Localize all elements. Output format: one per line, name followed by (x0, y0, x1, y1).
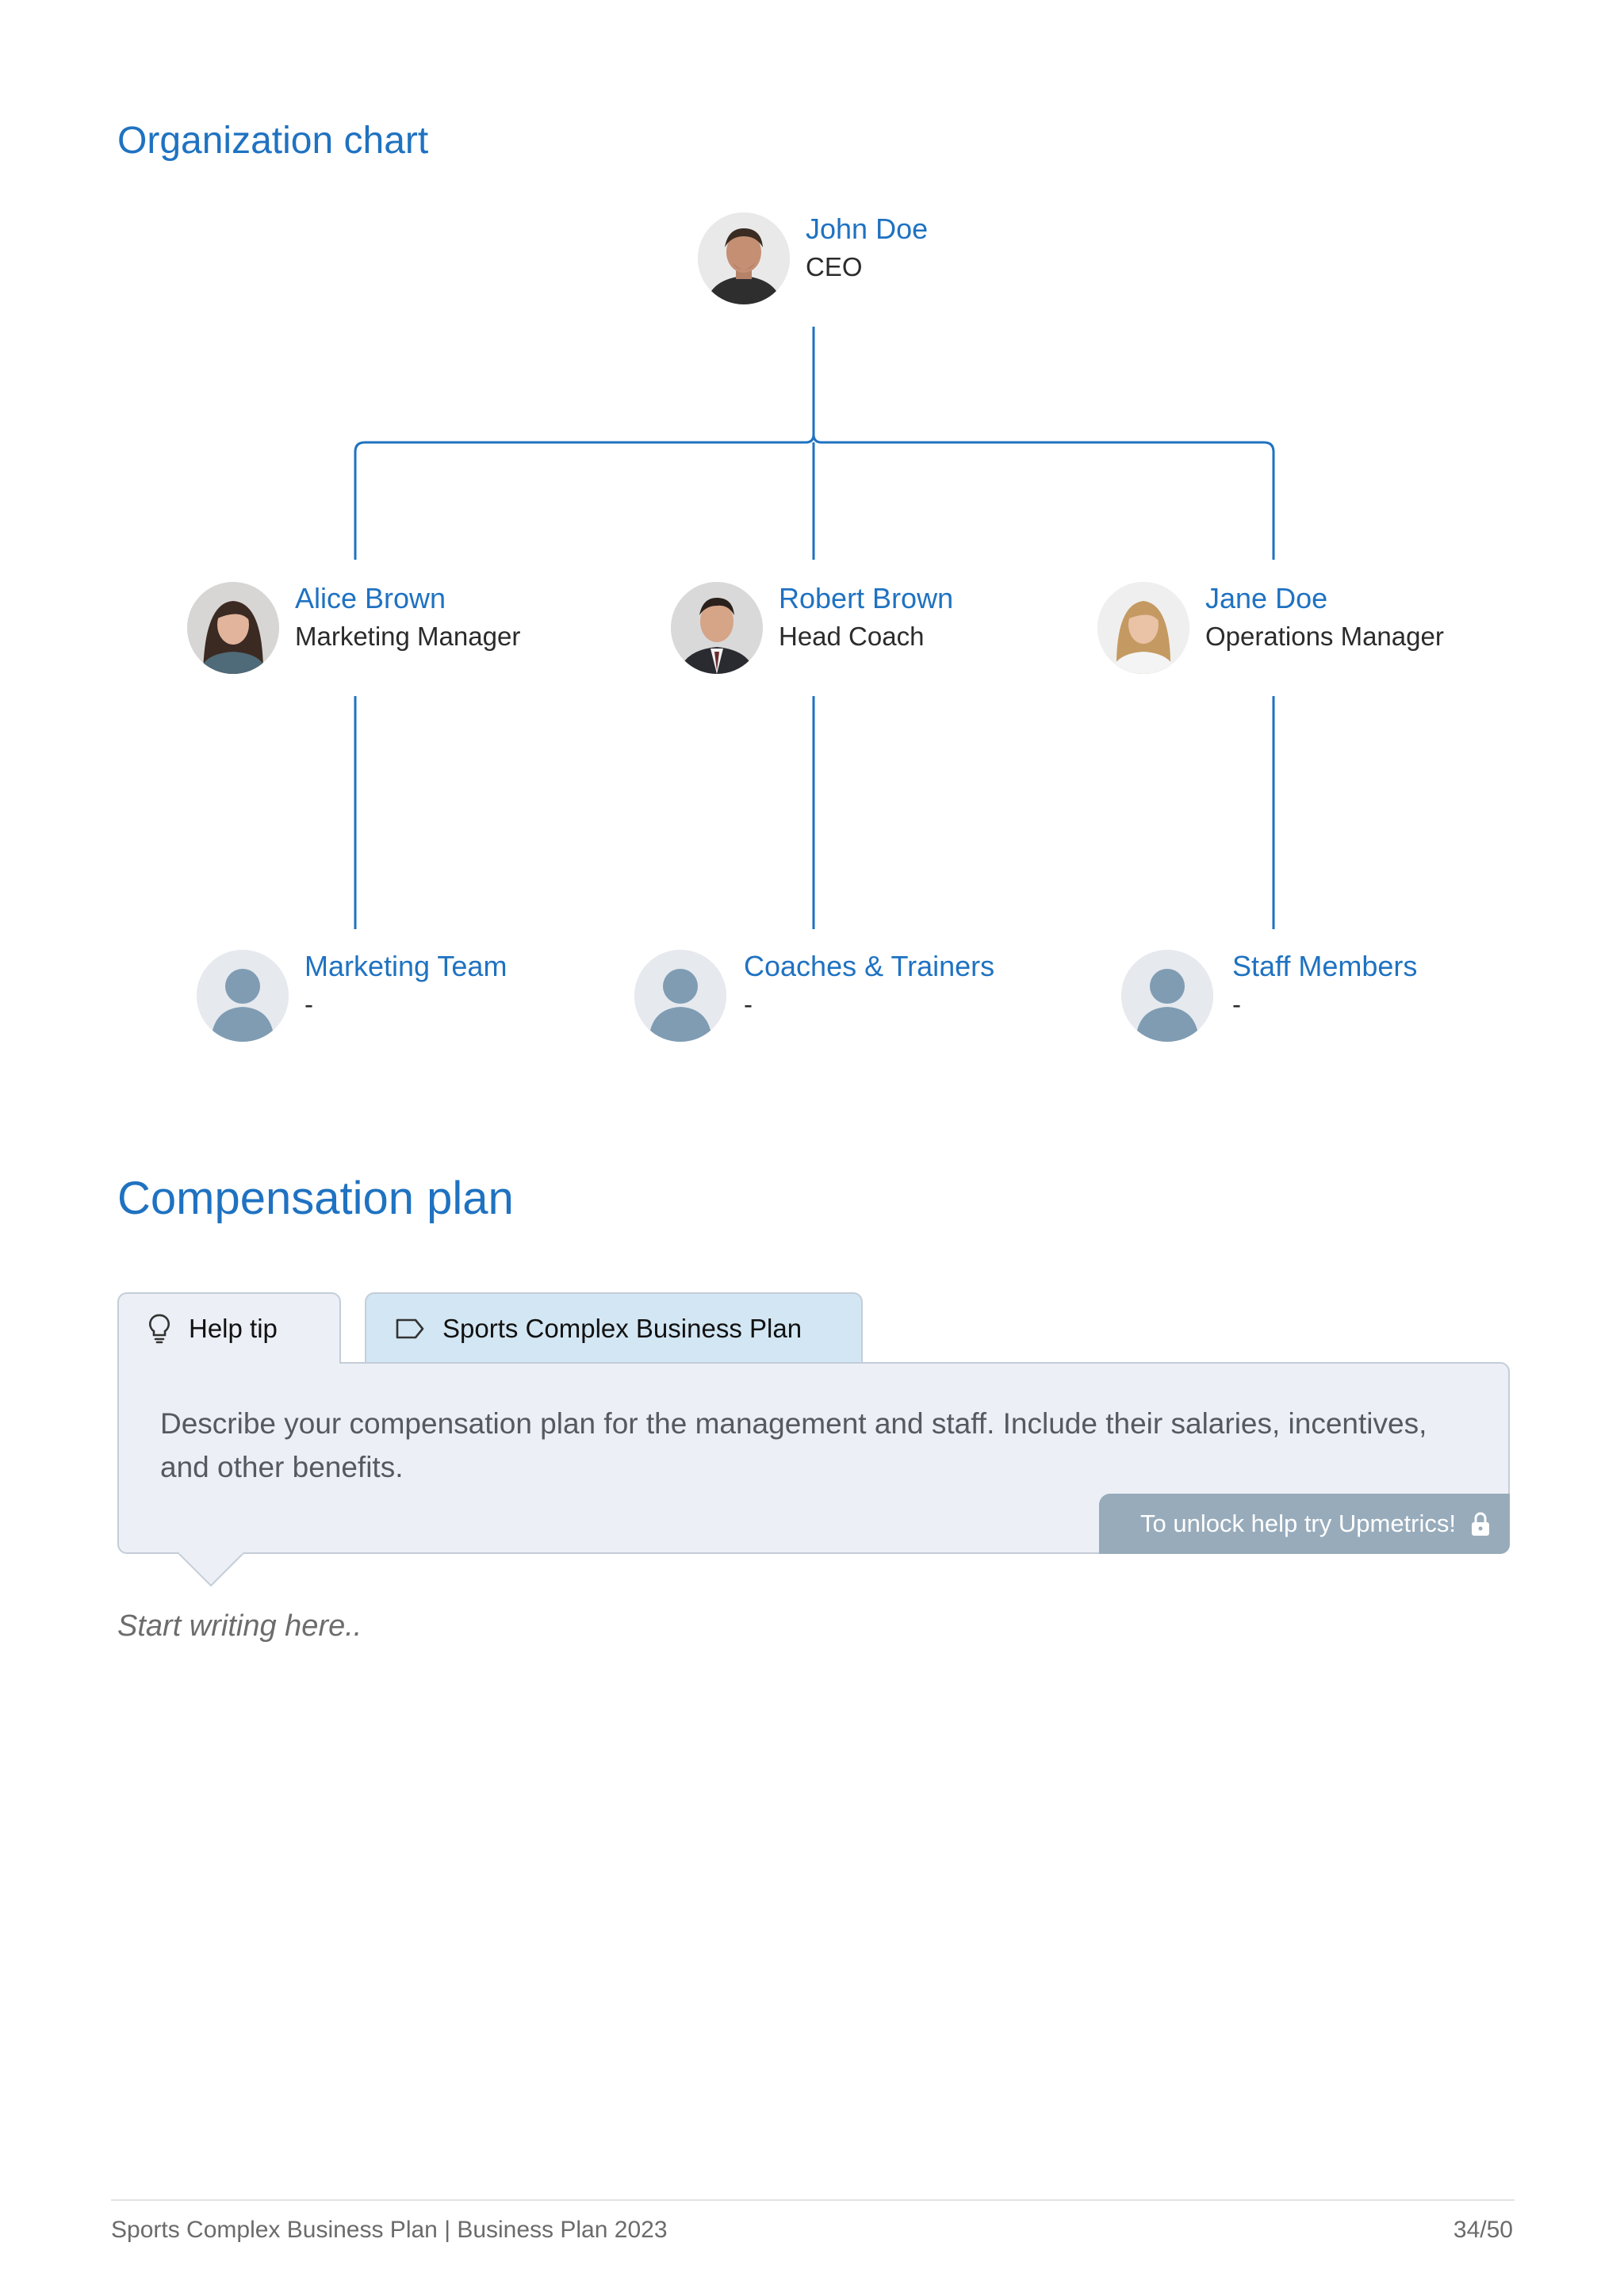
tab-business-plan[interactable]: Sports Complex Business Plan (365, 1292, 863, 1364)
avatar-staff-members (1121, 950, 1213, 1042)
footer-page-number: 34/50 (1453, 2217, 1513, 2243)
manager-role-jane: Operations Manager (1205, 622, 1444, 651)
person-photo-icon (671, 582, 763, 674)
person-photo-icon (1097, 582, 1189, 674)
avatar-coaches-trainers (634, 950, 726, 1042)
tab-help-tip[interactable]: Help tip (117, 1292, 341, 1364)
avatar-alice-brown (187, 582, 279, 674)
avatar-ceo (698, 212, 790, 304)
tab-business-plan-label: Sports Complex Business Plan (442, 1314, 802, 1343)
lock-icon (1470, 1511, 1491, 1536)
ceo-role: CEO (806, 252, 863, 281)
user-placeholder-icon (197, 950, 289, 1042)
user-placeholder-icon (634, 950, 726, 1042)
help-panel-pointer (178, 1552, 244, 1587)
ceo-name: John Doe (806, 212, 929, 245)
person-photo-icon (187, 582, 279, 674)
lightbulb-icon (147, 1313, 171, 1345)
org-chart-title: Organization chart (117, 120, 429, 162)
writing-area-placeholder[interactable]: Start writing here.. (117, 1609, 362, 1643)
footer-document-title: Sports Complex Business Plan | Business … (111, 2217, 668, 2243)
connector-branch (354, 434, 815, 560)
team-role-staff: - (1232, 989, 1241, 1019)
person-photo-icon (698, 212, 790, 304)
team-name-staff: Staff Members (1232, 950, 1418, 982)
connector-branch-right (822, 441, 1275, 560)
manager-name-alice: Alice Brown (295, 582, 446, 614)
connector-ceo-down (812, 327, 822, 444)
team-role-marketing: - (304, 989, 313, 1019)
unlock-help-button[interactable]: To unlock help try Upmetrics! (1099, 1494, 1510, 1554)
org-chart-connectors (354, 327, 1275, 929)
avatar-robert-brown (671, 582, 763, 674)
avatar-marketing-team (197, 950, 289, 1042)
compensation-plan-title: Compensation plan (117, 1173, 514, 1224)
user-placeholder-icon (1121, 950, 1213, 1042)
manager-role-robert: Head Coach (779, 622, 925, 651)
help-tip-text: Describe your compensation plan for the … (160, 1407, 1427, 1483)
team-name-marketing: Marketing Team (304, 950, 508, 982)
team-name-coaches: Coaches & Trainers (744, 950, 995, 982)
avatar-jane-doe (1097, 582, 1189, 674)
tag-icon (395, 1317, 425, 1341)
manager-name-robert: Robert Brown (779, 582, 954, 614)
unlock-help-label: To unlock help try Upmetrics! (1140, 1510, 1456, 1537)
manager-role-alice: Marketing Manager (295, 622, 521, 651)
tab-help-tip-label: Help tip (189, 1314, 278, 1343)
manager-name-jane: Jane Doe (1205, 582, 1328, 614)
help-tip-panel: Describe your compensation plan for the … (117, 1362, 1510, 1554)
team-role-coaches: - (744, 989, 753, 1019)
footer-divider (111, 2199, 1515, 2201)
